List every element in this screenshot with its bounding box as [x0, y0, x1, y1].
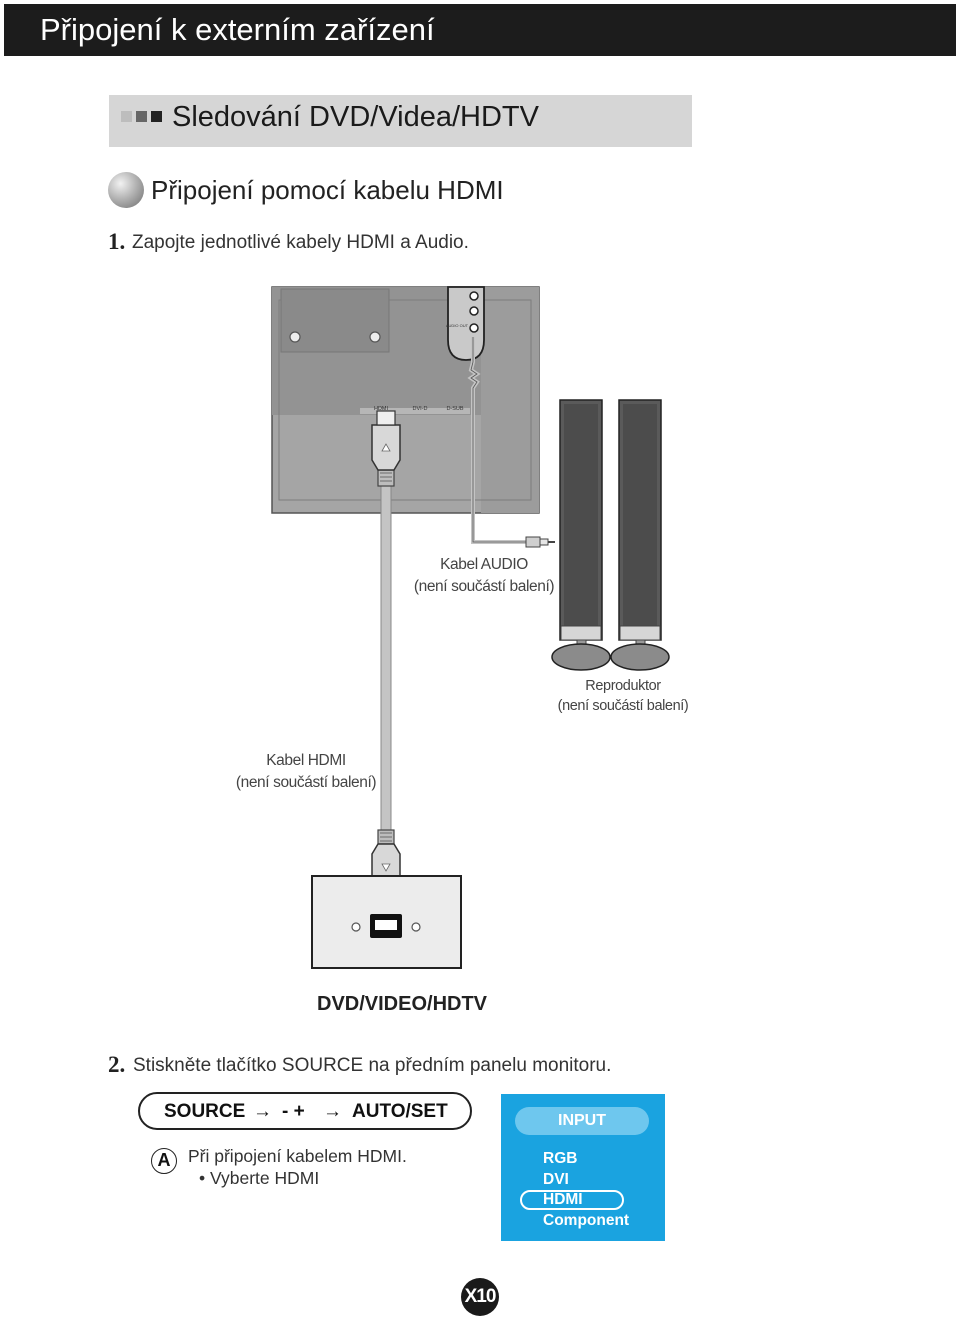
speaker-label: Reproduktor	[585, 678, 661, 694]
input-menu-selection	[520, 1190, 624, 1210]
dvd-device-label: DVD/VIDEO/HDTV	[317, 993, 488, 1015]
bullet-square-icon	[121, 111, 132, 122]
note-marker: A	[151, 1148, 177, 1174]
header-bar	[4, 4, 956, 56]
button-sequence-pill	[138, 1092, 472, 1130]
menu-item-hdmi[interactable]: HDMI	[543, 1191, 583, 1208]
sphere-bullet-icon	[108, 172, 144, 208]
port-label-hdmi: HDMI	[374, 406, 389, 412]
port-label-dvi: DVI-D	[413, 406, 428, 412]
hdmi-cable-label: Kabel HDMI	[266, 752, 346, 769]
note-line-1: Při připojení kabelem HDMI.	[188, 1146, 407, 1166]
step-1-text: Zapojte jednotlivé kabely HDMI a Audio.	[132, 232, 469, 253]
monitor-back-panel	[271, 286, 540, 514]
audio-cable-caption: Kabel AUDIO (není součástí balení)	[404, 554, 564, 598]
step-2-number: 2.	[108, 1052, 126, 1077]
page-number: X10	[464, 1286, 497, 1307]
arrow-right-icon: →	[253, 1101, 272, 1122]
step-2-text: Stiskněte tlačítko SOURCE na předním pan…	[133, 1055, 612, 1076]
arrow-right-icon: →	[323, 1101, 342, 1122]
note-line-2: • Vyberte HDMI	[199, 1168, 320, 1188]
audio-out-label: AUDIO OUT	[446, 323, 469, 328]
port-label-dsub: D-SUB	[446, 406, 463, 412]
menu-item-dvi[interactable]: DVI	[543, 1171, 569, 1188]
dvd-device-panel	[311, 875, 462, 969]
subsection-title: Připojení pomocí kabelu HDMI	[151, 175, 504, 205]
section-title: Sledování DVD/Videa/HDTV	[172, 101, 539, 133]
audio-cable-label: Kabel AUDIO	[440, 556, 528, 573]
audio-cable-note: (není součástí balení)	[413, 578, 555, 595]
step-1-number: 1.	[108, 229, 126, 254]
bullet-square-icon	[151, 111, 162, 122]
auto-set-button-label: AUTO/SET	[352, 1101, 448, 1122]
speaker-caption: Reproduktor (není součástí balení)	[548, 676, 698, 716]
input-menu-title: INPUT	[558, 1112, 606, 1129]
input-menu-header	[515, 1107, 649, 1135]
menu-item-component[interactable]: Component	[543, 1212, 630, 1229]
speakers	[551, 399, 670, 671]
page-title: Připojení k externím zařízení	[40, 12, 435, 47]
speaker-note: (není součástí balení)	[557, 698, 689, 714]
section-bar	[109, 95, 692, 147]
hdmi-cable-caption: Kabel HDMI (není součástí balení)	[226, 750, 386, 794]
source-button-label: SOURCE	[164, 1101, 246, 1122]
audio-cable	[467, 337, 555, 548]
page-number-badge	[461, 1278, 499, 1316]
minus-plus-button-label: - +	[282, 1101, 305, 1122]
hdmi-cable-note: (není součástí balení)	[235, 774, 377, 791]
menu-item-rgb[interactable]: RGB	[543, 1150, 578, 1167]
bullet-square-icon	[136, 111, 147, 122]
